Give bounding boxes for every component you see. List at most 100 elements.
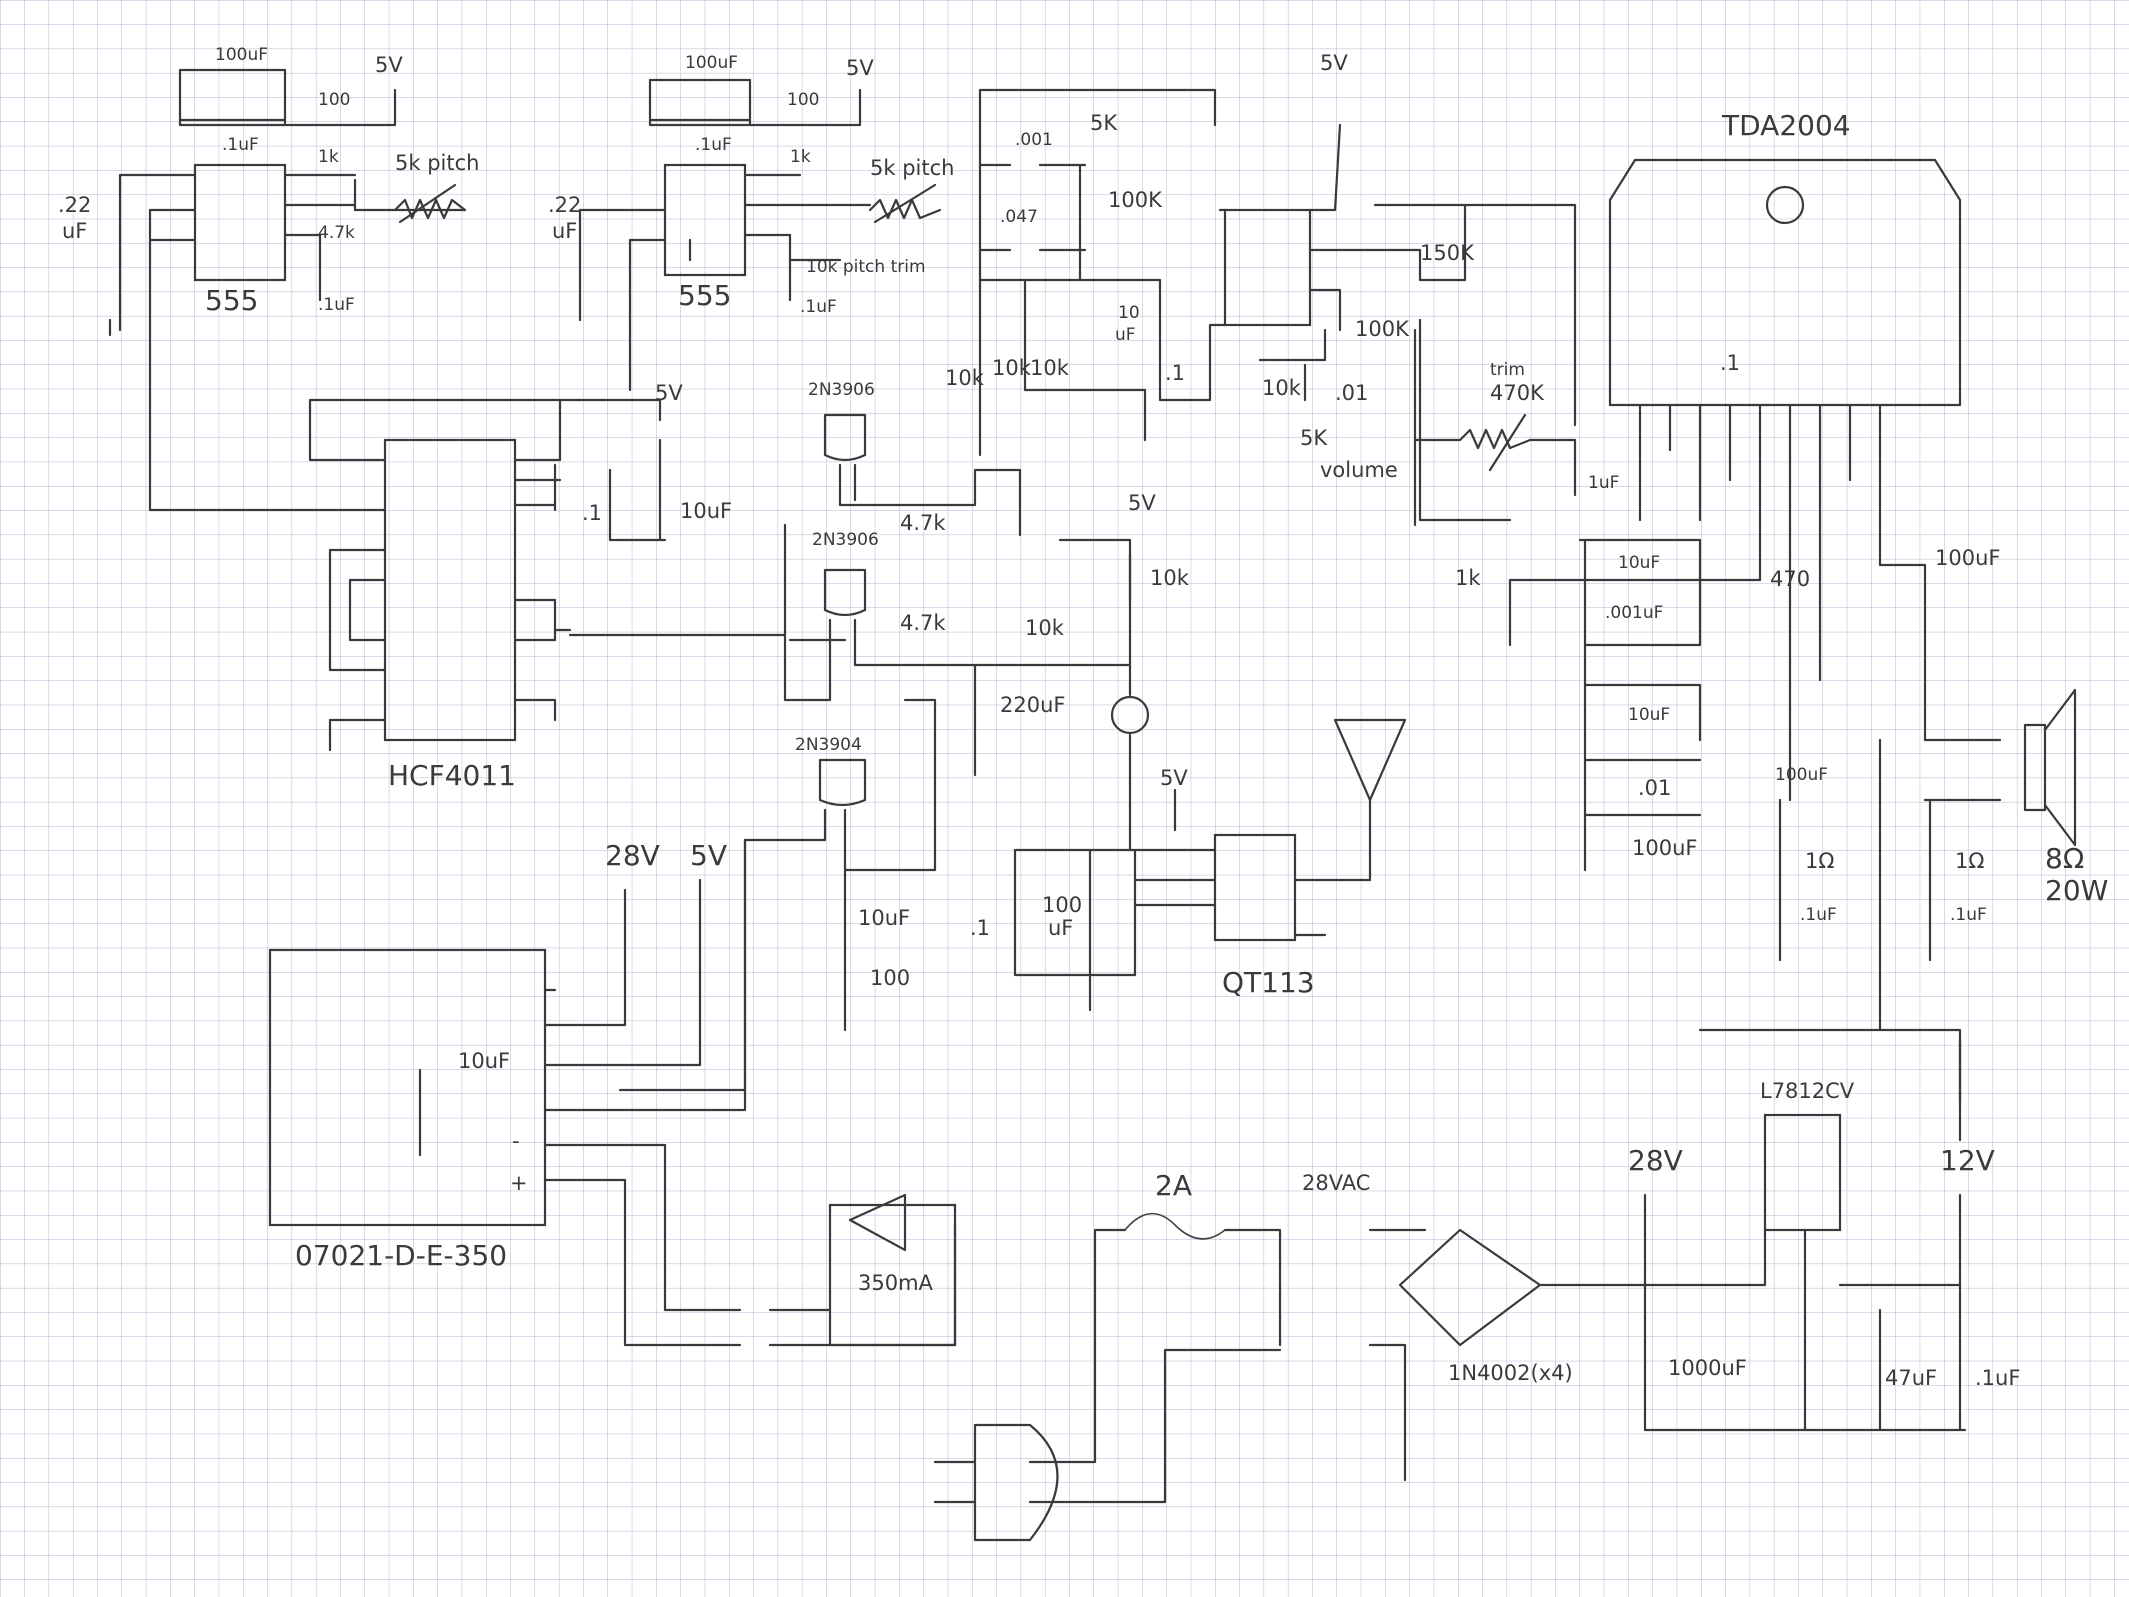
trans2-r2: 10k — [1025, 616, 1065, 640]
timer1-c-top: 100uF — [215, 45, 268, 65]
volume-wires — [1413, 328, 1577, 527]
timer1-c-dec: .1uF — [222, 135, 259, 155]
trans2-c: 220uF — [1000, 693, 1065, 717]
timer1-supply: 5V — [375, 53, 403, 77]
rail-28v-label: 28V — [605, 839, 660, 872]
amp-cz1: .1uF — [1800, 905, 1837, 925]
mixer-c01b: .01 — [1335, 381, 1368, 405]
timer2-wires — [578, 78, 872, 392]
amp-rz1: 1Ω — [1805, 849, 1834, 873]
driver-box — [268, 948, 547, 1227]
gate-label: HCF4011 — [388, 759, 516, 792]
mixer-r150: 150K — [1420, 241, 1475, 265]
psu-reg-label: L7812CV — [1760, 1079, 1855, 1103]
trans3-body — [818, 758, 867, 807]
psu-block: 2A 28VAC 1N4002(x4) 28V 1000uF L7812CV 4… — [933, 1038, 2020, 1542]
led-power-block: 350mA — [768, 1193, 957, 1347]
sensor-c1: .1 — [970, 916, 990, 940]
sensor-block: 5V 10k 5V QT113 .1 100 uF — [970, 491, 1407, 1012]
speaker-ohms: 8Ω — [2045, 842, 2084, 875]
trans2-r1: 4.7k — [900, 611, 946, 635]
timer1-chip — [193, 163, 287, 282]
amp-package — [1608, 158, 1962, 407]
trans3-r: 100 — [870, 966, 910, 990]
amp-c6: .01 — [1638, 776, 1671, 800]
sensor-supply: 5V — [1160, 766, 1188, 790]
mixer-c1: .001 — [1015, 130, 1053, 150]
psu-out: 12V — [1940, 1144, 1995, 1177]
timer2-supply: 5V — [846, 56, 874, 80]
sensor-wires — [1013, 553, 1372, 1012]
driver-plus: + — [510, 1171, 528, 1195]
volume-trim: trim — [1490, 360, 1525, 380]
sensor-c2: 100 — [1042, 893, 1082, 917]
timer2-label: 555 — [678, 279, 731, 312]
status-led-icon — [1110, 695, 1150, 735]
mixer-r10k: 10k — [1262, 376, 1302, 400]
mixer-c01: .1 — [1165, 361, 1185, 385]
timer1-block: 555 100uF .1uF 100 5V 1k 4.7k 5k pitch .… — [58, 45, 479, 512]
trans1-label: 2N3906 — [808, 380, 875, 400]
timer2-r1: 1k — [790, 147, 811, 167]
rail-5v-label: 5V — [690, 839, 727, 872]
mains-plug-icon — [933, 1423, 1059, 1542]
sensor-chip — [1213, 833, 1297, 942]
timer2-c-timing-unit: uF — [552, 219, 577, 243]
sensor-label: QT113 — [1222, 966, 1315, 999]
antenna-icon — [1333, 718, 1407, 882]
volume-pot: 5K — [1300, 426, 1328, 450]
gate-block: HCF4011 5V .1 10uF — [308, 381, 787, 792]
gate-wires — [308, 398, 787, 752]
psu-wires — [1028, 1038, 1967, 1504]
trans3-c: 10uF — [858, 906, 910, 930]
led-power-label: 350mA — [858, 1271, 934, 1295]
gate-c1: .1 — [582, 501, 602, 525]
amp-c2: 100uF — [1935, 546, 2000, 570]
mixer-c10: 10 — [1118, 303, 1140, 323]
psu-c-bulk: 1000uF — [1668, 1356, 1747, 1380]
amp-label: TDA2004 — [1721, 109, 1851, 142]
sensor-c2-unit: uF — [1048, 916, 1073, 940]
timer2-chip — [663, 163, 747, 277]
trans2-body — [823, 568, 867, 617]
mixer-c10-unit: uF — [1115, 325, 1136, 345]
led-power-wires — [768, 1223, 957, 1347]
timer1-r1: 1k — [318, 147, 339, 167]
timer2-c-out: .1uF — [800, 297, 837, 317]
amp-r1k: 1k — [1455, 566, 1481, 590]
driver-block: 07021-D-E-350 10uF - + 28V 5V — [268, 838, 747, 1347]
timer2-c-top: 100uF — [685, 53, 738, 73]
amp-rz2: 1Ω — [1955, 849, 1984, 873]
gate-c2: 10uF — [680, 499, 732, 523]
mixer-r100b: 100K — [1355, 317, 1410, 341]
timer1-c-timing: .22 — [58, 193, 91, 217]
mixer-pot: 5K — [1090, 111, 1118, 135]
timer2-pot: 5k pitch — [870, 156, 954, 180]
amp-c8: 100uF — [1775, 765, 1828, 785]
psu-diodes: 1N4002(x4) — [1448, 1361, 1573, 1385]
timer1-c-out: .1uF — [318, 295, 355, 315]
timer2-c-dec: .1uF — [695, 135, 732, 155]
driver-minus: - — [512, 1129, 520, 1153]
driver-wires — [418, 838, 747, 1347]
timer1-label: 555 — [205, 284, 258, 317]
trans2-label: 2N3906 — [812, 530, 879, 550]
psu-regulator — [1763, 1113, 1842, 1232]
amp-mount-hole — [1765, 185, 1805, 225]
speaker-watts: 20W — [2045, 874, 2108, 907]
psu-rail: 28V — [1628, 1144, 1683, 1177]
timer2-block: 555 100uF .1uF 100 5V 1k 5k pitch 10k pi… — [548, 53, 954, 392]
psu-fuse-symbol — [1124, 1212, 1226, 1240]
timer2-r-top: 100 — [787, 90, 819, 110]
timer1-r2: 4.7k — [318, 223, 355, 243]
timer2-trim: 10k pitch trim — [806, 257, 926, 277]
mixer-r100: 100K — [1108, 188, 1163, 212]
power-led-icon — [848, 1193, 907, 1252]
mixer-block: 5K .001 .047 100K 10k 10k 10k 10 uF .1 5… — [945, 51, 1577, 602]
amp-c7: 100uF — [1632, 836, 1697, 860]
volume-label: volume — [1320, 458, 1398, 482]
psu-fuse: 2A — [1155, 1169, 1192, 1202]
amp-cz2: .1uF — [1950, 905, 1987, 925]
